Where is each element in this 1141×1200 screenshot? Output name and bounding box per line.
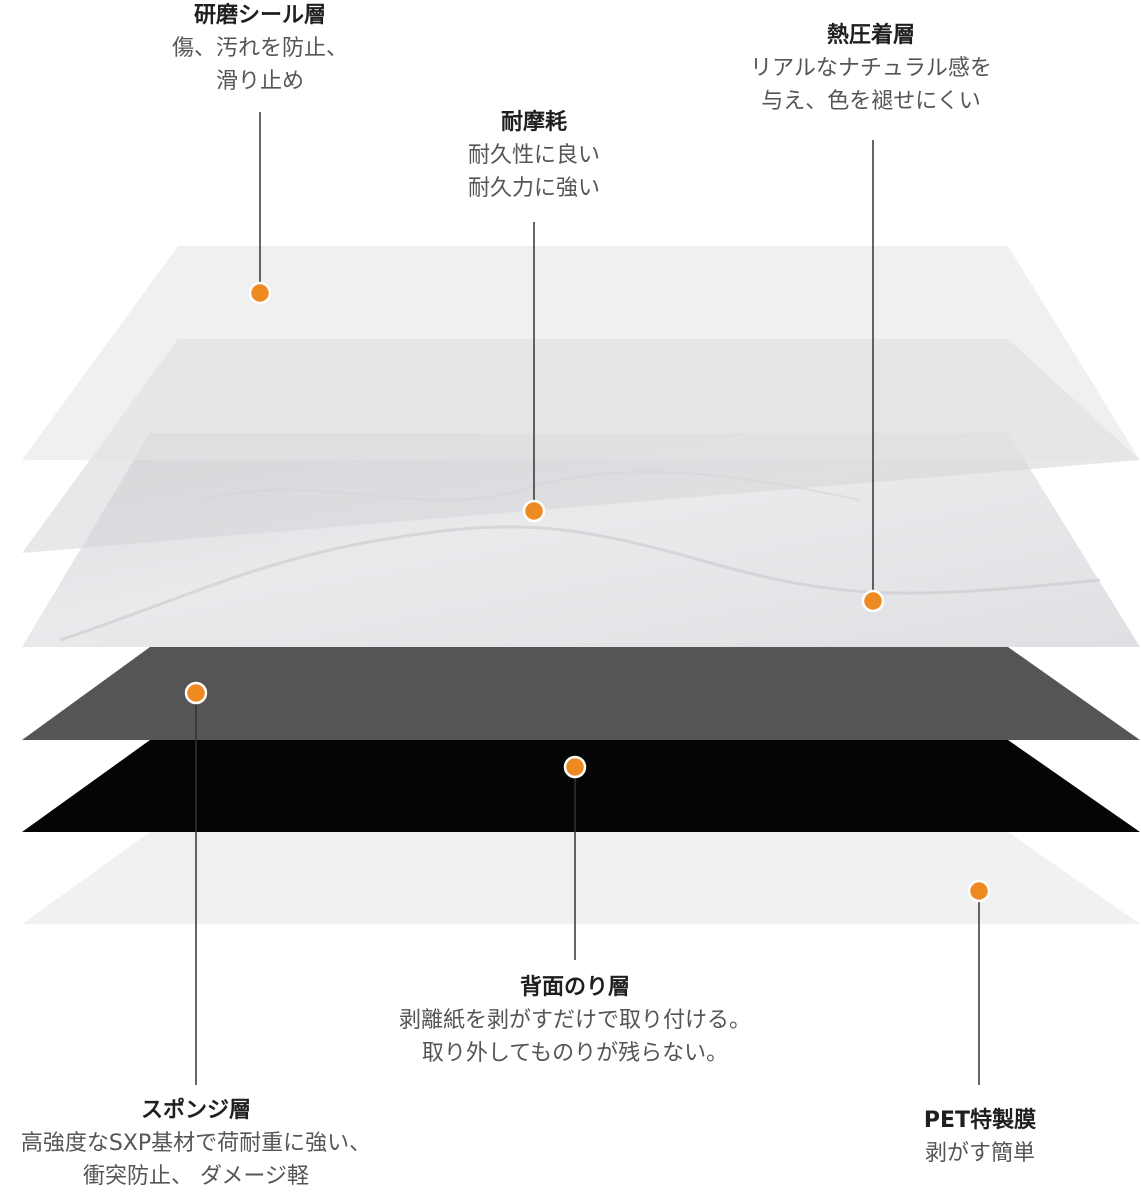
label-title: 背面のり層 [519, 975, 630, 1000]
label-film: PET特製膜 剥がす簡単 [880, 1105, 1080, 1170]
label-print: 熱圧着層 リアルなナチュラル感を 与え、色を褪せにくい [711, 20, 1031, 118]
marker-top-coat [248, 281, 272, 305]
label-text: 傷、汚れを防止、 [171, 35, 348, 61]
label-title: 耐摩耗 [500, 110, 567, 135]
marker-wear [522, 499, 546, 523]
label-text: リアルなナチュラル感を [750, 55, 992, 81]
label-title: スポンジ層 [140, 1098, 251, 1123]
label-title: 熱圧着層 [826, 23, 915, 48]
adhesive-layer [22, 740, 1140, 832]
label-text: 衝突防止、 ダメージ軽 [83, 1163, 309, 1189]
label-text: 与え、色を褪せにくい [761, 88, 981, 114]
sponge-layer [22, 647, 1140, 740]
label-title: PET特製膜 [923, 1108, 1037, 1133]
label-text: 剥離紙を剥がすだけで取り付ける。 [398, 1007, 751, 1033]
label-text: 高強度なSXP基材で荷耐重に強い、 [20, 1130, 372, 1156]
label-text: 耐久性に良い [467, 142, 600, 168]
marker-adhesive [563, 755, 587, 779]
label-wear: 耐摩耗 耐久性に良い 耐久力に強い [404, 107, 664, 205]
label-text: 剥がす簡単 [924, 1140, 1035, 1166]
label-sponge: スポンジ層 高強度なSXP基材で荷耐重に強い、 衝突防止、 ダメージ軽 [0, 1095, 392, 1193]
label-top-coat: 研磨シール層 傷、汚れを防止、 滑り止め [130, 0, 390, 98]
marker-print [861, 589, 885, 613]
pet-film-layer [22, 832, 1140, 924]
label-text: 滑り止め [215, 68, 304, 94]
marker-film [967, 879, 991, 903]
label-text: 取り外してものりが残らない。 [421, 1040, 729, 1066]
label-text: 耐久力に強い [467, 175, 600, 201]
label-title: 研磨シール層 [193, 3, 326, 28]
marker-sponge [184, 681, 208, 705]
top-coat-layer [22, 246, 1140, 460]
label-adhesive: 背面のり層 剥離紙を剥がすだけで取り付ける。 取り外してものりが残らない。 [370, 972, 780, 1070]
marble-vein [59, 525, 1101, 642]
